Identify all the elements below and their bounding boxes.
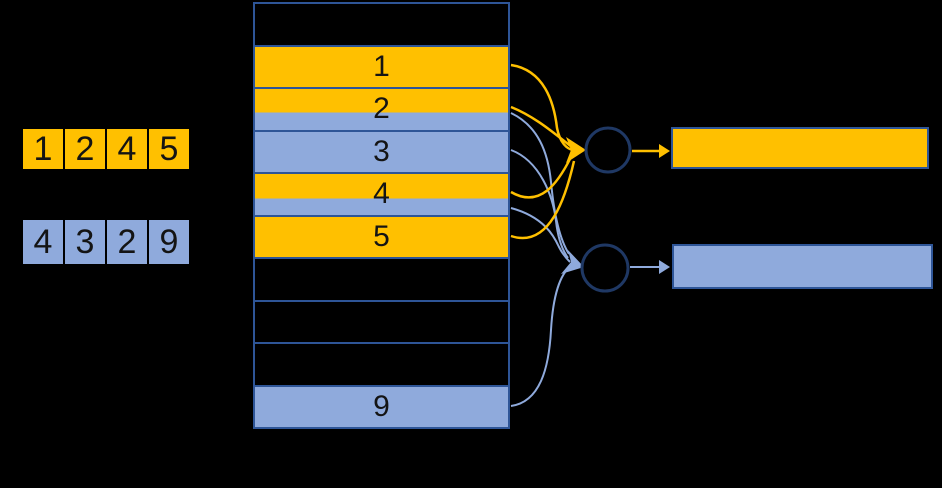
bitmap-row-1: 1 <box>255 44 508 87</box>
flow-curve-orange-1 <box>510 63 574 152</box>
bitmap-row-3: 3 <box>255 129 508 172</box>
array-cell: 1 <box>23 129 63 169</box>
bitmap-column: 1 2 3 4 5 9 <box>253 2 510 429</box>
bitmap-row-4: 4 <box>255 172 508 215</box>
collector-node-orange <box>584 126 632 174</box>
blue-merge-arrowhead <box>561 250 584 274</box>
output-bar-orange <box>671 127 929 169</box>
array-cell: 5 <box>149 129 189 169</box>
orange-output-arrowhead <box>659 144 670 158</box>
array-cell: 2 <box>65 129 105 169</box>
bitmap-row-5: 5 <box>255 214 508 257</box>
flow-curve-blue-2 <box>510 112 570 255</box>
bitmap-row-9: 9 <box>255 384 508 427</box>
array-cell: 4 <box>23 220 63 264</box>
array-cell: 4 <box>107 129 147 169</box>
array-cell: 3 <box>65 220 105 264</box>
input-array-top: 1 2 4 5 <box>23 129 189 169</box>
bitmap-row-2: 2 <box>255 87 508 130</box>
array-cell: 9 <box>149 220 189 264</box>
collector-node-blue <box>580 243 630 293</box>
flow-curve-orange-2 <box>510 105 573 148</box>
input-array-bottom: 4 3 2 9 <box>23 220 189 264</box>
bitmap-row-8 <box>255 342 508 385</box>
flow-curve-blue-9 <box>510 265 572 407</box>
blue-output-arrowhead <box>659 260 670 274</box>
bitmap-row-7 <box>255 299 508 343</box>
flow-curve-orange-5 <box>510 160 576 240</box>
flow-curve-blue-4 <box>510 207 571 263</box>
flow-curve-blue-3 <box>510 149 569 259</box>
orange-merge-arrowhead <box>566 137 586 163</box>
flow-curve-orange-4 <box>510 156 573 199</box>
array-cell: 2 <box>107 220 147 264</box>
output-bar-blue <box>672 244 933 289</box>
bitmap-row-6 <box>255 257 508 300</box>
